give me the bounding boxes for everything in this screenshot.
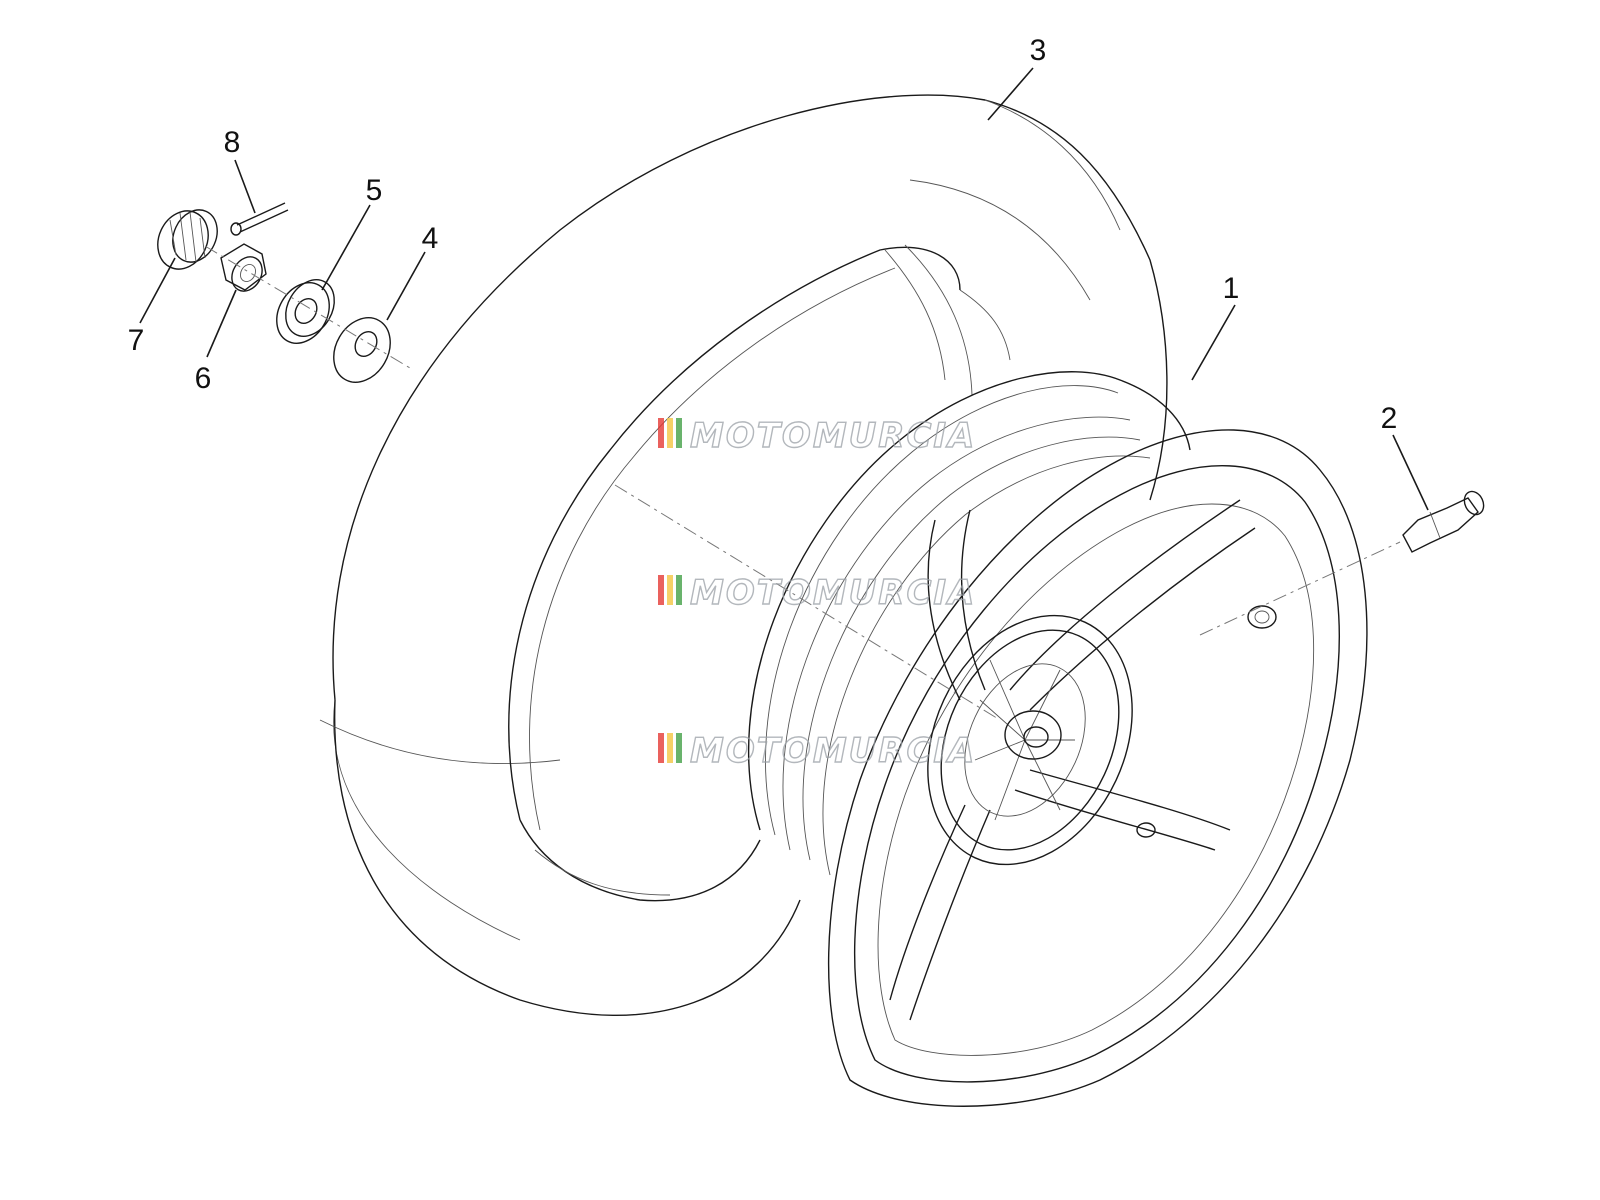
watermark-stripe-yellow [667, 418, 673, 448]
watermark-stripe-red [658, 575, 664, 605]
leader-lines [139, 67, 1429, 511]
callout-8: 8 [224, 126, 241, 159]
split-pin [230, 202, 289, 236]
castellated-cap [157, 209, 218, 270]
callout-6: 6 [195, 362, 212, 395]
rim [747, 371, 1368, 1107]
watermark-stripe-yellow [667, 733, 673, 763]
callout-5: 5 [366, 174, 383, 207]
watermark-top: MOTOMURCIA [658, 415, 976, 457]
washer [333, 317, 391, 383]
watermark-stripe-yellow [667, 575, 673, 605]
callout-3: 3 [1030, 34, 1047, 67]
watermark-text: MOTOMURCIA [690, 416, 976, 456]
watermark-stripe-green [676, 575, 682, 605]
spacer-ring [276, 279, 335, 344]
watermark-bottom: MOTOMURCIA [658, 730, 976, 772]
assembly-axis-lines [204, 245, 1401, 721]
callout-1: 1 [1223, 272, 1240, 305]
tyre [319, 94, 1168, 1017]
watermark-text: MOTOMURCIA [690, 731, 976, 771]
valve-stem [1402, 490, 1485, 553]
watermark-stripe-green [676, 418, 682, 448]
watermark-middle: MOTOMURCIA [658, 572, 976, 614]
callout-labels: 1 2 3 4 5 6 7 8 [128, 34, 1398, 435]
callout-4: 4 [422, 222, 439, 255]
watermark-stripe-green [676, 733, 682, 763]
callout-2: 2 [1381, 402, 1398, 435]
callout-7: 7 [128, 324, 145, 357]
watermark-text: MOTOMURCIA [690, 573, 976, 613]
watermark-stripe-red [658, 418, 664, 448]
axle-nut [220, 243, 267, 292]
watermark-stripe-red [658, 733, 664, 763]
